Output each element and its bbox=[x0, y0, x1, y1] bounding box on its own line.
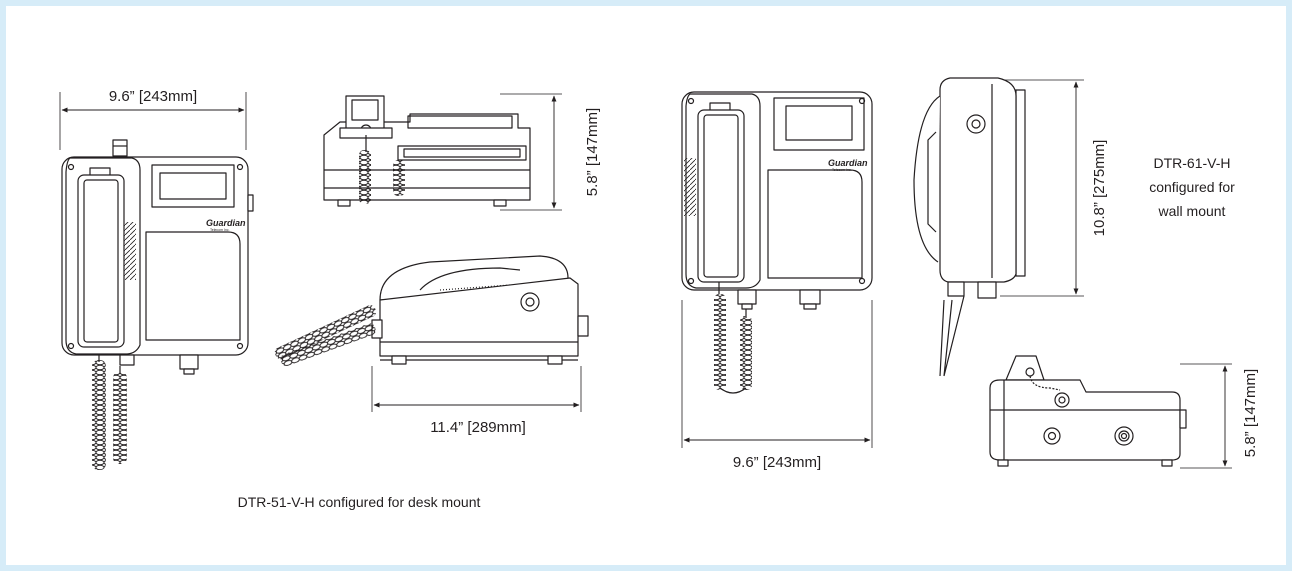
desk-top-view bbox=[323, 93, 562, 211]
desk-front-logo-text: Guardian bbox=[206, 218, 246, 228]
wall-caption-line-1: DTR-61-V-H bbox=[1153, 155, 1230, 171]
desk-side-view bbox=[274, 255, 589, 412]
wall-front-view: Guardian Telecom Inc. bbox=[681, 91, 873, 448]
wall-front-width-label: 9.6” [243mm] bbox=[733, 454, 821, 471]
wall-front-logo-text: Guardian bbox=[828, 158, 868, 168]
wall-side-height-label: 10.8” [275mm] bbox=[1091, 140, 1108, 237]
wall-caption-line-2: configured for bbox=[1149, 179, 1235, 195]
desk-side-depth-label: 11.4” [289mm] bbox=[430, 419, 526, 436]
desk-front-width-label: 9.6” [243mm] bbox=[109, 88, 197, 105]
drawing-sheet: Guardian Telecom Inc. 9.6” [243mm] bbox=[6, 6, 1286, 565]
wall-top-view bbox=[989, 355, 1232, 469]
desk-top-height-label: 5.8” [147mm] bbox=[584, 108, 601, 196]
desk-configuration-caption: DTR-51-V-H configured for desk mount bbox=[238, 494, 481, 510]
wall-side-view bbox=[913, 77, 1084, 377]
wall-top-height-label: 5.8” [147mm] bbox=[1242, 369, 1259, 457]
desk-front-view: Guardian Telecom Inc. bbox=[59, 92, 254, 470]
wall-caption-line-3: wall mount bbox=[1158, 203, 1226, 219]
wall-front-logo-subtext: Telecom Inc. bbox=[832, 168, 852, 172]
desk-front-logo-subtext: Telecom Inc. bbox=[210, 228, 230, 232]
technical-drawing: Guardian Telecom Inc. 9.6” [243mm] bbox=[59, 77, 1259, 510]
